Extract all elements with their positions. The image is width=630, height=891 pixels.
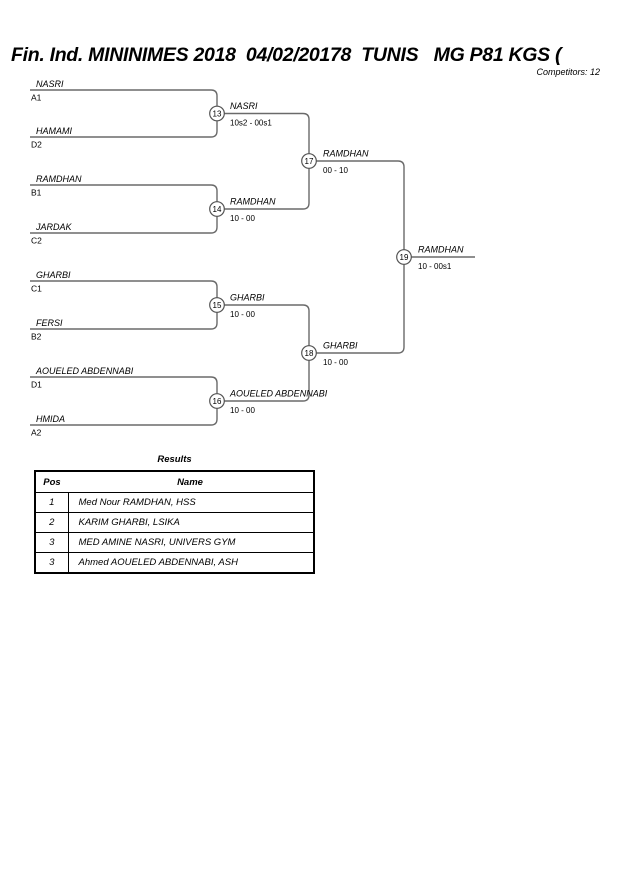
match19-number: 19 (400, 253, 409, 262)
results-col-pos: Pos (43, 476, 61, 488)
match16-top-name: AOUELED ABDENNABI (35, 366, 134, 376)
table-row: 2 KARIM GHARBI, LSIKA (35, 512, 314, 533)
competitors-count: Competitors: 12 (536, 67, 600, 77)
pos-cell: 3 (35, 552, 69, 573)
match19-badge (396, 249, 412, 265)
match17-badge (301, 153, 317, 169)
match14-top-name: RAMDHAN (36, 174, 82, 184)
name-cell: MED AMINE NASRI, UNIVERS GYM (68, 532, 314, 553)
match18-winner-name: GHARBI (323, 341, 358, 351)
match17-number: 17 (305, 157, 314, 166)
match15-top-seed: C1 (31, 284, 42, 294)
results-header-row: Pos Name (35, 471, 314, 493)
match16-bottom-seed: A2 (31, 428, 42, 438)
match15-number: 15 (213, 301, 222, 310)
match13-bottom-seed: D2 (31, 140, 42, 150)
match18-score: 10 - 00 (323, 358, 348, 367)
match16-winner-name: AOUELED ABDENNABI (229, 389, 328, 399)
pos-cell: 2 (35, 512, 69, 533)
match14-top-seed: B1 (31, 188, 42, 198)
match16-bottom-name: HMIDA (36, 414, 65, 424)
match16-winner-line (224, 353, 310, 402)
match17-score: 00 - 10 (323, 166, 348, 175)
match18-winner-line (316, 257, 405, 354)
match13-top-name: NASRI (36, 79, 64, 89)
pos-cell: 3 (35, 532, 69, 553)
table-row: 3 MED AMINE NASRI, UNIVERS GYM (35, 532, 314, 553)
bracket-diagram: 13 14 15 16 17 18 19 NASRI A1 HAMAMI D2 … (30, 79, 475, 438)
match13-bottom-name: HAMAMI (36, 126, 72, 136)
match13-score: 10s2 - 00s1 (230, 119, 272, 128)
match14-bottom-seed: C2 (31, 236, 42, 246)
match19-winner-name: RAMDHAN (418, 245, 464, 255)
match16-top-seed: D1 (31, 380, 42, 390)
match16-number: 16 (213, 397, 222, 406)
match15-top-name: GHARBI (36, 270, 71, 280)
match16-score: 10 - 00 (230, 406, 255, 415)
match14-winner-name: RAMDHAN (230, 197, 276, 207)
match16-badge (209, 393, 225, 409)
page-title: Fin. Ind. MININIMES 2018 04/02/20178 TUN… (11, 44, 562, 66)
match15-winner-name: GHARBI (230, 293, 265, 303)
results-table: Pos Name 1 Med Nour RAMDHAN, HSS 2 KARIM… (34, 470, 315, 574)
match13-number: 13 (213, 109, 222, 118)
match17-winner-name: RAMDHAN (323, 149, 369, 159)
match13-badge (209, 105, 225, 122)
match13-top-seed: A1 (31, 93, 42, 103)
match14-winner-line (224, 161, 310, 210)
match13-winner-name: NASRI (230, 101, 258, 111)
name-cell: Med Nour RAMDHAN, HSS (68, 492, 314, 513)
pos-cell: 1 (35, 492, 69, 513)
table-row: 1 Med Nour RAMDHAN, HSS (35, 492, 314, 513)
match15-bottom-name: FERSI (36, 318, 63, 328)
match14-score: 10 - 00 (230, 214, 255, 223)
match13-winner-line (224, 112, 310, 161)
results-title: Results (157, 454, 192, 465)
name-cell: Ahmed AOUELED ABDENNABI, ASH (68, 552, 314, 573)
match15-badge (209, 297, 225, 313)
match18-badge (301, 345, 317, 361)
name-cell: KARIM GHARBI, LSIKA (68, 512, 314, 533)
match14-number: 14 (213, 205, 222, 214)
match14-bottom-name: JARDAK (35, 222, 73, 232)
match14-badge (209, 201, 225, 217)
match15-winner-line (224, 304, 310, 353)
match19-score: 10 - 00s1 (418, 262, 452, 271)
results-col-name: Name (177, 476, 203, 488)
match15-score: 10 - 00 (230, 310, 255, 319)
table-row: 3 Ahmed AOUELED ABDENNABI, ASH (35, 552, 314, 573)
match15-bottom-seed: B2 (31, 332, 42, 342)
match18-number: 18 (305, 349, 314, 358)
match17-winner-line (316, 160, 405, 257)
